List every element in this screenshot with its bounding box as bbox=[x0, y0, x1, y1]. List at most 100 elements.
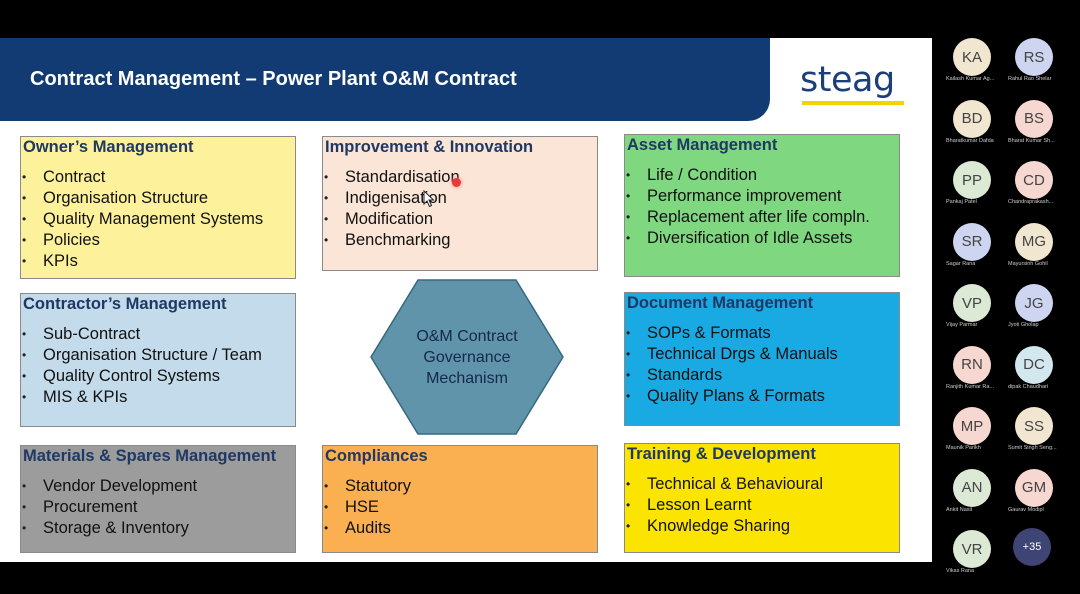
box-heading: Training & Development bbox=[627, 445, 816, 463]
governance-hexagon: O&M Contract Governance Mechanism bbox=[370, 279, 564, 435]
bullet-item: Standardisation bbox=[323, 167, 597, 188]
bullet-item: Organisation Structure / Team bbox=[21, 345, 295, 366]
participant-name: Maunik Parikh bbox=[946, 445, 981, 451]
participant-avatar: VR bbox=[953, 530, 991, 568]
box-heading: Improvement & Innovation bbox=[325, 138, 534, 156]
participant-name: Rahul Rao Shelar bbox=[1008, 76, 1052, 82]
bullet-item: Quality Management Systems bbox=[21, 209, 295, 230]
bullet-item: Quality Plans & Formats bbox=[625, 386, 899, 407]
bullet-item: Statutory bbox=[323, 476, 597, 497]
box-materials: Materials & Spares ManagementVendor Deve… bbox=[20, 445, 296, 553]
participant-avatar: RN bbox=[953, 345, 991, 384]
participant-avatar: VP bbox=[953, 284, 991, 322]
hexagon-shape bbox=[370, 279, 564, 435]
box-document: Document ManagementSOPs & FormatsTechnic… bbox=[624, 292, 900, 426]
bullet-item: KPIs bbox=[21, 251, 295, 272]
bullet-item: Quality Control Systems bbox=[21, 366, 295, 387]
participant-name: dipak Chaudhari bbox=[1008, 383, 1049, 390]
participant-name: Ankit Nasit bbox=[946, 506, 973, 513]
logo-underline bbox=[802, 101, 904, 105]
box-heading: Asset Management bbox=[627, 136, 778, 154]
box-asset: Asset ManagementLife / ConditionPerforma… bbox=[624, 134, 900, 277]
participant-avatar: MP bbox=[953, 407, 991, 445]
participant-name: Vijay Parmar bbox=[946, 322, 978, 328]
participant-name: Jyoti Gholap bbox=[1008, 322, 1039, 328]
participant-name: Kailash Kumar Ag... bbox=[946, 76, 995, 82]
participant-avatar: PP bbox=[953, 161, 991, 199]
bullet-item: Diversification of Idle Assets bbox=[625, 228, 899, 249]
bullet-item: Vendor Development bbox=[21, 476, 295, 497]
bullet-item: Storage & Inventory bbox=[21, 518, 295, 539]
presentation-slide: Contract Management – Power Plant O&M Co… bbox=[0, 38, 932, 562]
bullet-item: Technical & Behavioural bbox=[625, 474, 899, 495]
box-bullet-list: ContractOrganisation StructureQuality Ma… bbox=[21, 167, 295, 272]
bullet-item: Replacement after life compln. bbox=[625, 207, 899, 228]
participant-avatar: SS bbox=[1015, 407, 1053, 445]
bullet-item: Audits bbox=[323, 518, 597, 539]
box-bullet-list: Sub-ContractOrganisation Structure / Tea… bbox=[21, 324, 295, 408]
bullet-item: Performance improvement bbox=[625, 186, 899, 207]
bullet-item: Knowledge Sharing bbox=[625, 516, 899, 537]
participant-name: Sumit Singh Seng... bbox=[1008, 445, 1057, 451]
participant-avatar: BS bbox=[1015, 99, 1053, 138]
participant-avatar: GM bbox=[1015, 468, 1053, 507]
participant-avatar: CD bbox=[1015, 161, 1053, 199]
participant-avatar: SR bbox=[953, 222, 991, 261]
box-bullet-list: SOPs & FormatsTechnical Drgs & ManualsSt… bbox=[625, 323, 899, 407]
laser-pointer-dot bbox=[452, 178, 461, 187]
bullet-item: Contract bbox=[21, 167, 295, 188]
bullet-item: Lesson Learnt bbox=[625, 495, 899, 516]
participant-name: Pankaj Patel bbox=[946, 199, 977, 205]
bullet-item: Life / Condition bbox=[625, 165, 899, 186]
box-contractor: Contractor’s ManagementSub-ContractOrgan… bbox=[20, 293, 296, 427]
steag-logo: steag bbox=[800, 60, 910, 105]
participant-name: Bharat Kumar Sh... bbox=[1008, 137, 1055, 144]
participant-avatar: MG bbox=[1015, 222, 1053, 261]
slide-title: Contract Management – Power Plant O&M Co… bbox=[30, 68, 517, 90]
participant-name: Sagar Rana bbox=[946, 260, 976, 267]
mouse-cursor-icon bbox=[423, 190, 435, 208]
box-heading: Contractor’s Management bbox=[23, 295, 227, 313]
box-bullet-list: Life / ConditionPerformance improvementR… bbox=[625, 165, 899, 249]
participant-name: Mayursinh Gohil bbox=[1008, 260, 1048, 267]
participant-name: Vikas Rana bbox=[946, 568, 975, 574]
bullet-item: Policies bbox=[21, 230, 295, 251]
hexagon-label: O&M Contract Governance Mechanism bbox=[416, 327, 518, 387]
participant-avatar: JG bbox=[1015, 284, 1053, 322]
participant-avatar: BD bbox=[953, 99, 991, 138]
box-owner: Owner’s ManagementContractOrganisation S… bbox=[20, 136, 296, 279]
participant-name: Bharatkumar Dafda bbox=[946, 137, 994, 144]
participant-avatar: RS bbox=[1015, 38, 1053, 76]
box-improvement: Improvement & InnovationStandardisationI… bbox=[322, 136, 598, 271]
box-bullet-list: StatutoryHSEAudits bbox=[323, 476, 597, 539]
participant-avatar: KA bbox=[953, 38, 991, 76]
box-heading: Document Management bbox=[627, 294, 814, 312]
participant-avatar: DC bbox=[1015, 345, 1053, 384]
box-bullet-list: StandardisationIndigenisationModificatio… bbox=[323, 167, 597, 251]
participant-name: Chandraprakash... bbox=[1008, 199, 1054, 205]
box-bullet-list: Vendor DevelopmentProcurementStorage & I… bbox=[21, 476, 295, 539]
more-participants-badge[interactable]: +35 bbox=[1013, 528, 1051, 566]
bullet-item: HSE bbox=[323, 497, 597, 518]
participant-name: Gaurav Modipl bbox=[1008, 506, 1044, 513]
bullet-item: Indigenisation bbox=[323, 188, 597, 209]
bullet-item: Sub-Contract bbox=[21, 324, 295, 345]
